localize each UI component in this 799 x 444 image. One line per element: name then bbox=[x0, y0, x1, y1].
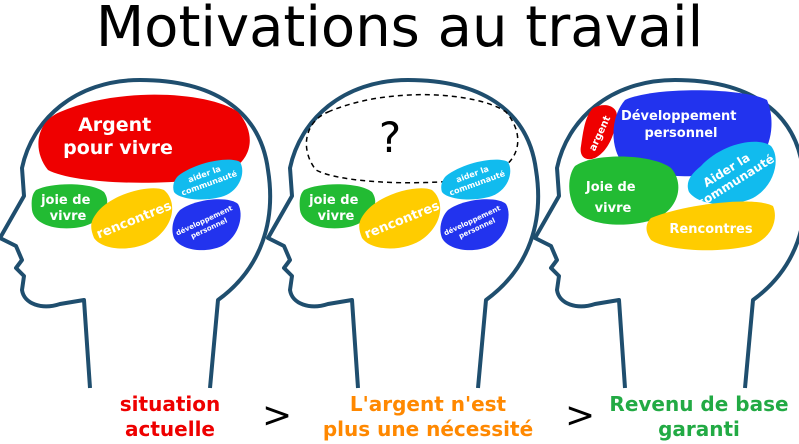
head-3-joie-label: Joie de vivre bbox=[585, 180, 640, 216]
caption-situation-actuelle: situation actuelle bbox=[90, 392, 250, 442]
head-3: argent Développement personnel Joie de v… bbox=[533, 78, 799, 389]
head-1-rencontres-region bbox=[91, 188, 173, 249]
head-1-developpement-region bbox=[172, 199, 241, 251]
head-1-communaute-region bbox=[173, 159, 243, 200]
caption-argent-plus-necessite: L'argent n'est plus une nécessité bbox=[308, 392, 548, 442]
greater-than-symbol-1: > bbox=[262, 395, 293, 436]
head-3-rencontres-label: Rencontres bbox=[669, 222, 752, 237]
head-1-joie-region bbox=[31, 184, 108, 229]
head-2-joie-region bbox=[299, 184, 376, 229]
caption-line: plus une nécessité bbox=[322, 417, 534, 441]
head-1-joie-label: joie de vivre bbox=[40, 193, 95, 224]
head-2-question-mark: ? bbox=[379, 113, 401, 162]
caption-revenu-de-base: Revenu de base garanti bbox=[604, 392, 794, 442]
head-1: Argent pour vivre joie de vivre rencontr… bbox=[0, 78, 273, 389]
caption-line: L'argent n'est bbox=[349, 392, 507, 416]
caption-line: garanti bbox=[658, 417, 740, 441]
head-3-joie-region bbox=[569, 156, 679, 225]
head-2-developpement-region bbox=[440, 199, 509, 251]
caption-line: Revenu de base bbox=[609, 392, 789, 416]
head-3-communaute-region bbox=[687, 141, 776, 205]
head-2-rencontres-region bbox=[359, 188, 441, 249]
caption-line: situation bbox=[119, 392, 221, 416]
head-3-rencontres-region bbox=[646, 201, 775, 251]
head-2-communaute-region bbox=[441, 159, 511, 200]
head-2: ? joie de vivre rencontres aider la comm… bbox=[266, 78, 541, 389]
head-1-argent-region bbox=[38, 94, 250, 183]
head-1-argent-label: Argent pour vivre bbox=[63, 114, 173, 159]
greater-than-symbol-2: > bbox=[565, 395, 596, 436]
head-3-argent-region bbox=[580, 105, 617, 160]
head-2-joie-label: joie de vivre bbox=[308, 193, 363, 224]
head-2-empty-argent-region bbox=[305, 94, 519, 184]
head-3-developpement-label: Développement personnel bbox=[621, 109, 741, 141]
page-title: Motivations au travail bbox=[95, 0, 704, 60]
caption-line: actuelle bbox=[125, 417, 215, 441]
